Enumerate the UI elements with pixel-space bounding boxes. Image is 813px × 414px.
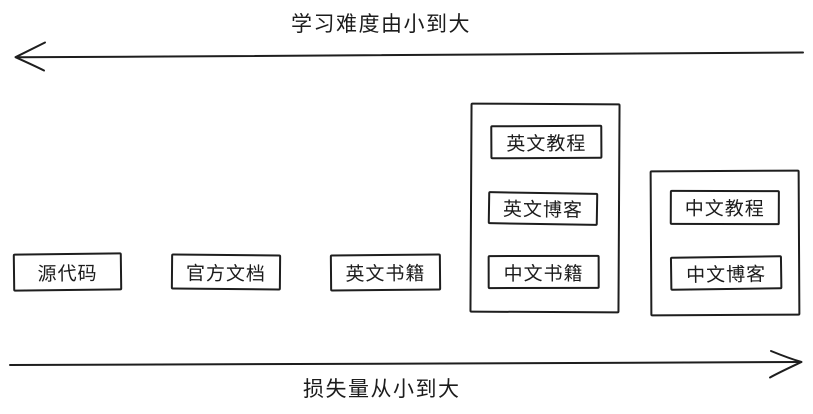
- node-label: 中文教程: [684, 197, 765, 221]
- left-arrow-line: [16, 51, 804, 59]
- top-axis-label: 学习难度由小到大: [291, 12, 471, 36]
- difficulty-axis-left-arrow: [14, 41, 804, 72]
- node-label: 中文书籍: [503, 262, 584, 285]
- node-english-tutorials: 英文教程: [490, 124, 603, 160]
- right-arrow-line: [9, 361, 802, 366]
- node-english-blogs: 英文博客: [487, 191, 599, 226]
- node-label: 中文博客: [686, 262, 767, 287]
- group-box-english-chinese: 英文教程 英文博客 中文书籍: [469, 102, 621, 314]
- node-chinese-tutorials: 中文教程: [669, 189, 780, 226]
- node-english-books: 英文书籍: [329, 253, 442, 292]
- group-box-chinese: 中文教程 中文博客: [649, 169, 801, 317]
- node-label: 英文书籍: [345, 262, 426, 286]
- bottom-axis-label: 损失量从小到大: [303, 377, 461, 401]
- right-arrowhead-icon: [769, 350, 803, 379]
- node-label: 官方文档: [185, 262, 267, 285]
- node-chinese-blogs: 中文博客: [669, 255, 783, 291]
- node-label: 英文教程: [506, 132, 587, 155]
- left-arrowhead-icon: [14, 41, 46, 72]
- node-source-code: 源代码: [12, 252, 123, 292]
- node-official-docs: 官方文档: [170, 253, 282, 291]
- node-label: 源代码: [37, 262, 98, 285]
- node-label: 英文博客: [502, 198, 584, 222]
- node-chinese-books: 中文书籍: [487, 254, 600, 290]
